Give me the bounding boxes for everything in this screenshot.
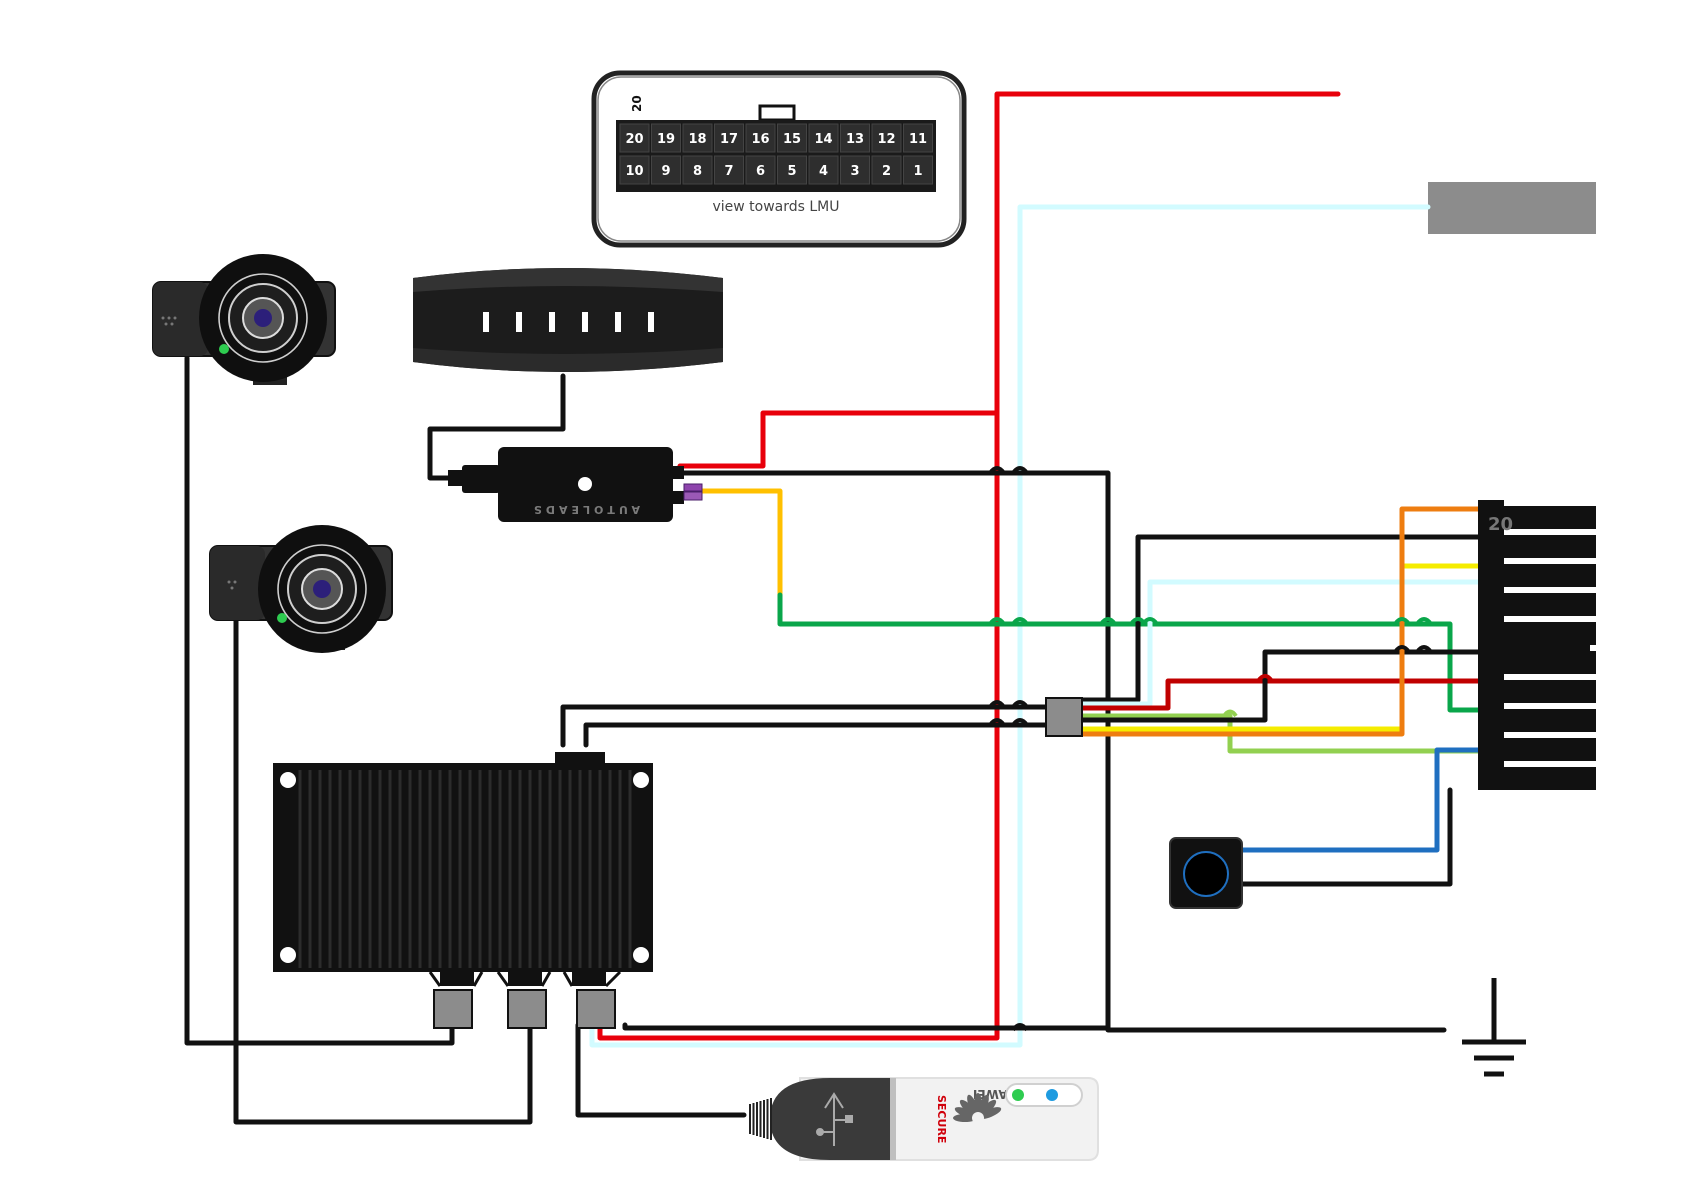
usb-modem: SECURE HUAWEI <box>750 1078 1098 1160</box>
pin-number: 17 <box>720 132 738 147</box>
harness-pin <box>1504 709 1596 732</box>
pin-number: 8 <box>693 164 702 179</box>
pin-number: 3 <box>850 164 859 179</box>
gray-terminal-block <box>1428 182 1596 234</box>
pin-number: 5 <box>787 164 796 179</box>
power-module-brand: AUTOLEADS <box>530 503 640 516</box>
button-black-wire <box>1238 790 1450 884</box>
splice-block <box>1046 698 1082 736</box>
pin-number: 19 <box>657 132 675 147</box>
pin-number: 18 <box>688 132 706 147</box>
video-box-wire-2 <box>586 725 1046 745</box>
pin-number: 14 <box>814 132 832 147</box>
harness-pin <box>1504 680 1596 703</box>
power-wire-branch <box>680 413 997 466</box>
harness-pin <box>1504 535 1596 558</box>
pin-number: 16 <box>751 132 769 147</box>
modem-badge: SECURE <box>935 1095 948 1143</box>
dash-camera-1 <box>153 254 335 385</box>
harness-pin <box>1504 767 1596 790</box>
harness-pin <box>1504 593 1596 616</box>
inset-header-label: 20 <box>630 95 644 112</box>
pin-number: 6 <box>756 164 765 179</box>
pin-number: 15 <box>783 132 801 147</box>
harness-connector: 20 <box>1478 500 1596 790</box>
push-button-icon <box>1170 838 1242 908</box>
pin-number: 20 <box>625 132 643 147</box>
ground-symbol-icon <box>1462 978 1526 1074</box>
pin-number: 10 <box>625 164 643 179</box>
video-recorder-box <box>273 752 653 1028</box>
dvr-port-1 <box>434 990 472 1028</box>
harness-pin <box>1504 506 1596 529</box>
ground-wire-main <box>625 473 1108 1028</box>
dvr-port-3 <box>577 990 615 1028</box>
led-hub <box>413 268 723 372</box>
harness-cyan <box>1082 582 1478 704</box>
pin-number: 13 <box>846 132 864 147</box>
amber-wire <box>686 491 780 595</box>
harness-pin <box>1504 738 1596 761</box>
harness-pin <box>1504 564 1596 587</box>
dvr-port-2 <box>508 990 546 1028</box>
pin-number: 2 <box>882 164 891 179</box>
power-module: AUTOLEADS <box>448 447 702 522</box>
harness-pin <box>1504 622 1596 645</box>
pin-number: 4 <box>819 164 828 179</box>
harness-pin-label: 20 <box>1488 514 1513 535</box>
pin-number: 12 <box>877 132 895 147</box>
blue-wire <box>1238 750 1478 850</box>
pin-number: 11 <box>909 132 927 147</box>
pin-number: 7 <box>724 164 733 179</box>
pin-number: 9 <box>661 164 670 179</box>
pin-number: 1 <box>913 164 922 179</box>
inset-caption: view towards LMU <box>712 199 839 215</box>
harness-pin <box>1504 651 1596 674</box>
connector-pinout-inset: 20 20 19 18 17 16 15 14 13 12 11 10 9 8 7 6 5 4 3 2 1 view … <box>594 73 964 245</box>
